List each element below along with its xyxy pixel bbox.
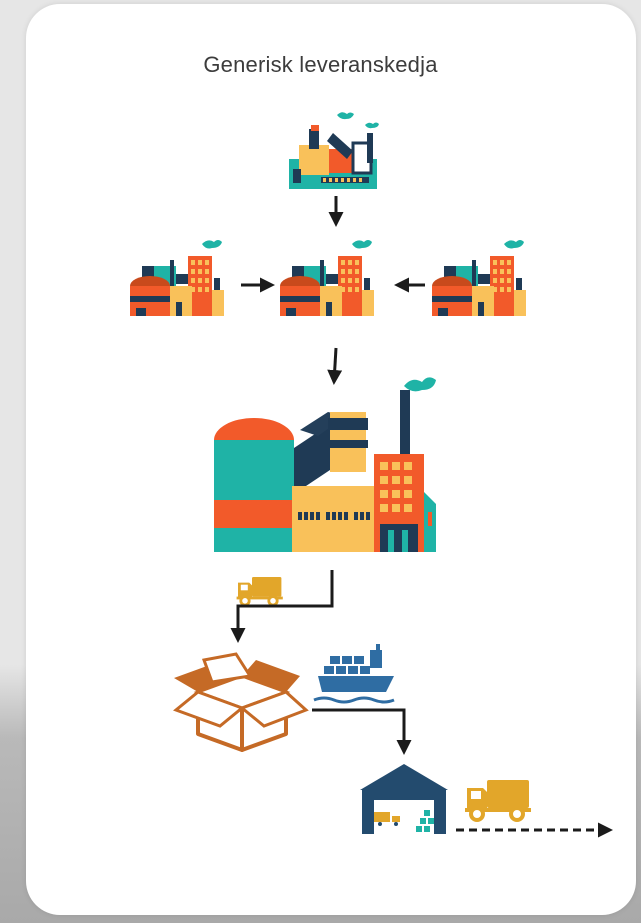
cargo-ship-icon <box>313 644 395 704</box>
diagram-title: Generisk leveranskedja <box>203 52 438 77</box>
truck-icon-small <box>235 575 285 607</box>
factory-icon-left <box>130 240 224 316</box>
factory-icon-center <box>280 240 374 316</box>
open-box-icon <box>173 652 309 752</box>
arrow-center-down <box>327 347 343 385</box>
large-factory-icon <box>214 377 436 552</box>
arrow-ship-to-warehouse <box>312 708 412 755</box>
warehouse-icon <box>360 764 448 834</box>
factory-icon-right <box>432 240 526 316</box>
arrow-manufacturer-to-box <box>230 570 334 643</box>
truck-icon <box>463 778 533 822</box>
small-factory-icon <box>289 112 379 189</box>
